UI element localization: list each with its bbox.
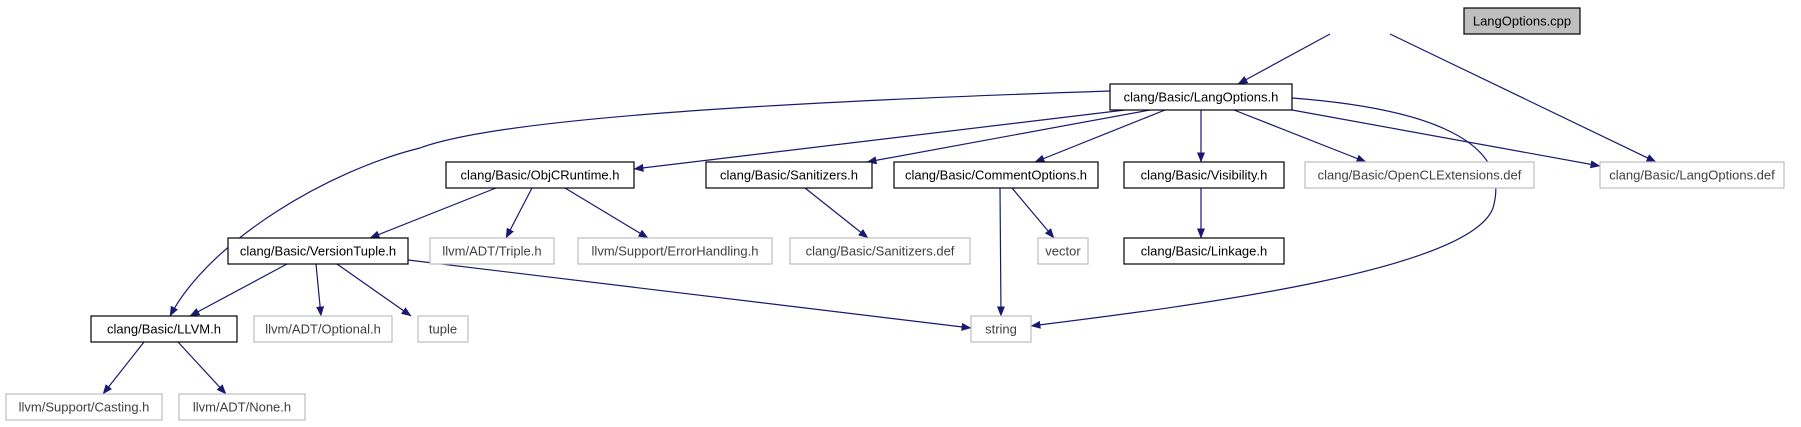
node-label: clang/Basic/Sanitizers.h: [720, 168, 858, 183]
node-llvm-h[interactable]: clang/Basic/LLVM.h: [90, 315, 238, 343]
node-casting-h[interactable]: llvm/Support/Casting.h: [5, 393, 163, 421]
node-label: clang/Basic/ObjCRuntime.h: [461, 168, 620, 183]
edge-objcruntime-h-to-versiontuple-h: [369, 187, 497, 239]
node-string[interactable]: string: [970, 315, 1032, 343]
node-box: [1599, 161, 1785, 189]
edge-commentoptions-h-to-vector: [1011, 187, 1055, 239]
node-box: [178, 393, 306, 421]
edge-langoptions-cpp-to-langoptions-def: [1389, 33, 1657, 163]
node-langoptions-def[interactable]: clang/Basic/LangOptions.def: [1599, 161, 1785, 189]
edge-versiontuple-h-to-llvm-h: [189, 263, 288, 317]
edge-langoptions-h-to-objcruntime-h: [633, 109, 1126, 172]
node-sanitizers-def[interactable]: clang/Basic/Sanitizers.def: [789, 237, 971, 265]
node-label: clang/Basic/OpenCLExtensions.def: [1318, 168, 1522, 183]
node-label: clang/Basic/Visibility.h: [1141, 168, 1268, 183]
node-label: clang/Basic/Linkage.h: [1141, 244, 1267, 259]
node-objcruntime-h[interactable]: clang/Basic/ObjCRuntime.h: [445, 161, 635, 189]
node-optional-h[interactable]: llvm/ADT/Optional.h: [253, 315, 393, 343]
edge-commentoptions-h-to-string: [996, 187, 1005, 317]
node-label: llvm/ADT/Triple.h: [442, 244, 541, 259]
node-box: [417, 315, 469, 343]
node-label: vector: [1045, 244, 1081, 259]
edge-langoptions-h-to-llvm-h: [169, 90, 1111, 317]
node-langoptions-cpp[interactable]: LangOptions.cpp: [1463, 7, 1581, 35]
edges-layer: [102, 33, 1657, 395]
edge-versiontuple-h-to-optional-h: [315, 263, 325, 317]
node-label: tuple: [429, 322, 457, 337]
node-box: [90, 315, 238, 343]
node-sanitizers-h[interactable]: clang/Basic/Sanitizers.h: [705, 161, 873, 189]
edge-llvm-h-to-none-h: [177, 341, 227, 395]
node-box: [789, 237, 971, 265]
node-visibility-h[interactable]: clang/Basic/Visibility.h: [1123, 161, 1285, 189]
edge-langoptions-cpp-to-langoptions-h: [1237, 33, 1331, 85]
node-langoptions-h[interactable]: clang/Basic/LangOptions.h: [1109, 83, 1293, 111]
node-label: llvm/Support/Casting.h: [19, 400, 150, 415]
node-label: clang/Basic/LangOptions.h: [1124, 90, 1279, 105]
node-label: clang/Basic/Sanitizers.def: [806, 244, 955, 259]
node-box: [227, 237, 409, 265]
node-box: [1123, 161, 1285, 189]
edge-llvm-h-to-casting-h: [102, 341, 145, 395]
node-box: [253, 315, 393, 343]
node-errorhandling-h[interactable]: llvm/Support/ErrorHandling.h: [577, 237, 773, 265]
node-box: [893, 161, 1099, 189]
node-label: clang/Basic/CommentOptions.h: [905, 168, 1087, 183]
node-commentoptions-h[interactable]: clang/Basic/CommentOptions.h: [893, 161, 1099, 189]
node-triple-h[interactable]: llvm/ADT/Triple.h: [429, 237, 555, 265]
edge-versiontuple-h-to-string: [407, 259, 972, 331]
node-label: clang/Basic/VersionTuple.h: [240, 244, 396, 259]
edge-versiontuple-h-to-tuple: [336, 263, 412, 317]
node-label: clang/Basic/LangOptions.def: [1609, 168, 1775, 183]
edge-objcruntime-h-to-triple-h: [505, 187, 533, 239]
node-box: [1304, 161, 1535, 189]
node-label: llvm/ADT/None.h: [193, 400, 291, 415]
edge-sanitizers-h-to-sanitizers-def: [804, 187, 869, 239]
edge-langoptions-h-to-string: [1030, 97, 1497, 329]
nodes-layer: LangOptions.cpp clang/Basic/LangOptions.h…: [5, 7, 1785, 421]
node-box: [445, 161, 635, 189]
edge-langoptions-h-to-commentoptions-h: [1034, 109, 1166, 163]
node-box: [970, 315, 1032, 343]
node-label: clang/Basic/LLVM.h: [107, 322, 221, 337]
node-box: [429, 237, 555, 265]
node-box: [705, 161, 873, 189]
node-box: [1109, 83, 1293, 111]
node-versiontuple-h[interactable]: clang/Basic/VersionTuple.h: [227, 237, 409, 265]
node-box: [577, 237, 773, 265]
node-label: llvm/Support/ErrorHandling.h: [592, 244, 759, 259]
node-label: string: [985, 322, 1017, 337]
node-openclextensions-def[interactable]: clang/Basic/OpenCLExtensions.def: [1304, 161, 1535, 189]
edge-langoptions-h-to-sanitizers-h: [866, 109, 1151, 165]
node-box: [5, 393, 163, 421]
edge-objcruntime-h-to-errorhandling-h: [564, 187, 649, 239]
node-box: [1463, 7, 1581, 35]
node-linkage-h[interactable]: clang/Basic/Linkage.h: [1123, 237, 1285, 265]
node-vector[interactable]: vector: [1037, 237, 1089, 265]
node-tuple[interactable]: tuple: [417, 315, 469, 343]
edge-langoptions-h-to-openclextensions-def: [1233, 109, 1367, 163]
edge-langoptions-h-to-langoptions-def: [1291, 109, 1601, 169]
node-none-h[interactable]: llvm/ADT/None.h: [178, 393, 306, 421]
node-label: LangOptions.cpp: [1473, 14, 1571, 29]
node-box: [1037, 237, 1089, 265]
node-box: [1123, 237, 1285, 265]
node-label: llvm/ADT/Optional.h: [265, 322, 381, 337]
